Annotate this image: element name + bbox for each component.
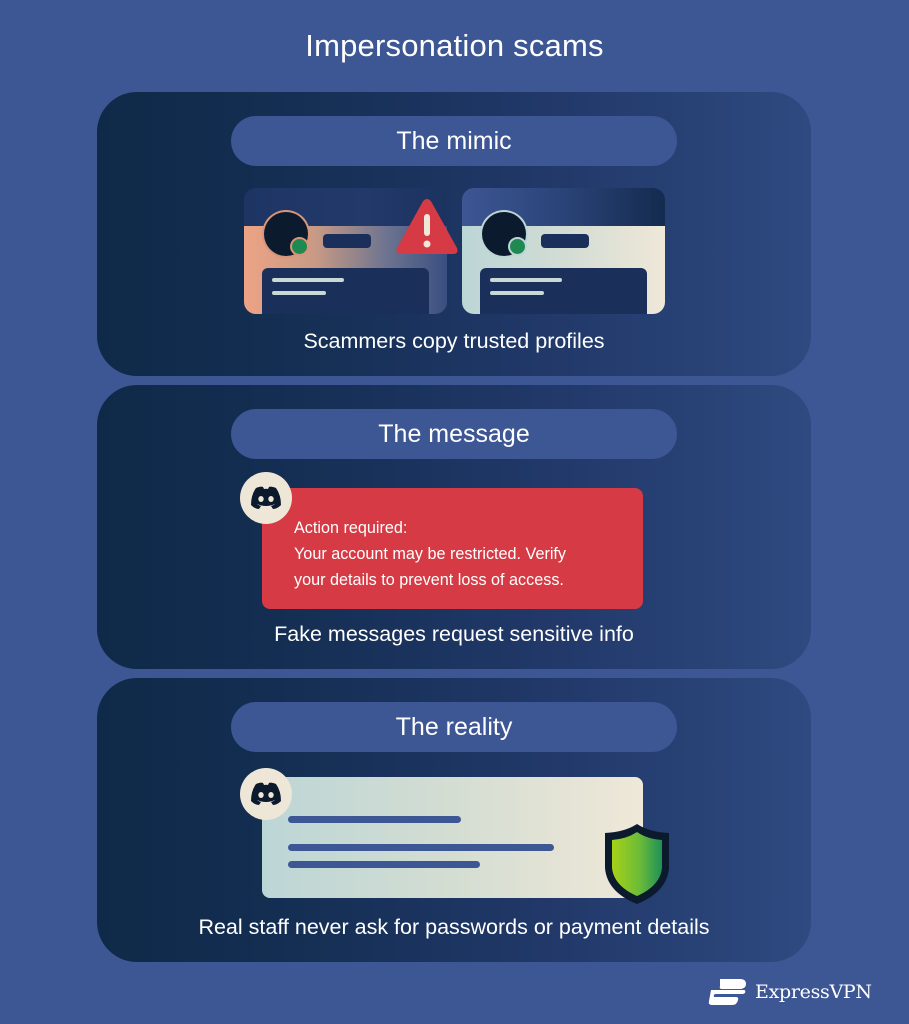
section-caption: Fake messages request sensitive info xyxy=(274,622,634,646)
message-line: your details to prevent loss of access. xyxy=(294,571,564,589)
online-status-icon xyxy=(292,239,307,254)
online-status-icon xyxy=(510,239,525,254)
section-heading: The mimic xyxy=(231,116,677,166)
message-line: Action required: xyxy=(294,519,408,537)
message-line: Your account may be restricted. Verify xyxy=(294,545,567,563)
expressvpn-logo-icon xyxy=(708,979,746,1005)
shield-icon xyxy=(605,824,669,904)
discord-icon xyxy=(240,472,292,524)
brand-logo: ExpressVPN xyxy=(708,978,872,1006)
legit-message-bubble xyxy=(262,777,643,898)
section-heading: The message xyxy=(231,409,677,459)
section-caption: Scammers copy trusted profiles xyxy=(303,329,605,353)
warning-triangle-icon xyxy=(396,199,458,254)
scam-message-bubble: Action required: Your account may be res… xyxy=(262,488,643,609)
section-caption: Real staff never ask for passwords or pa… xyxy=(198,915,710,939)
page-title: Impersonation scams xyxy=(305,28,604,63)
brand-name: ExpressVPN xyxy=(755,981,872,1003)
section-the-message: The message Action required: Your accoun… xyxy=(97,385,811,669)
discord-icon xyxy=(240,768,292,820)
real-profile-card xyxy=(462,188,665,314)
section-heading: The reality xyxy=(231,702,677,752)
section-the-mimic: The mimic Scammers copy trusted profiles xyxy=(97,92,811,376)
section-the-reality: The reality Real staff never ask for pas… xyxy=(97,678,811,962)
